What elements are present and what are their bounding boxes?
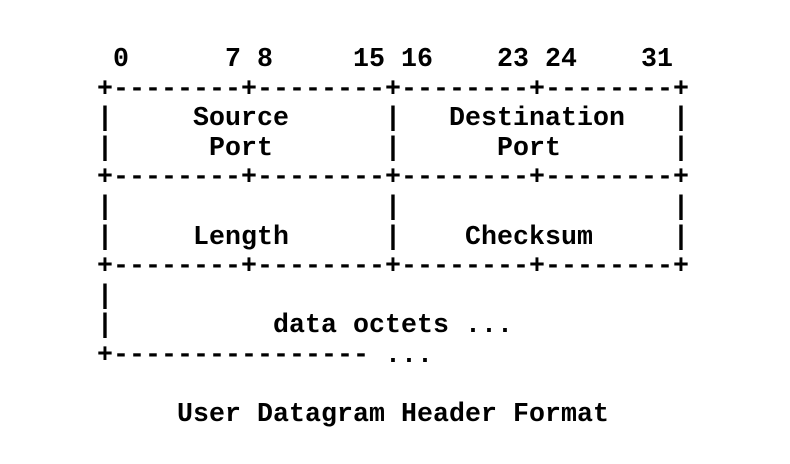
data-row-left-edge: | bbox=[97, 280, 113, 311]
data-octets-row: | data octets ... bbox=[97, 310, 513, 341]
port-port-row: | Port | Port | bbox=[97, 132, 689, 163]
udp-ascii-diagram: 0 7 8 15 16 23 24 31 +--------+--------+… bbox=[97, 44, 689, 371]
diagram-caption: User Datagram Header Format bbox=[177, 399, 609, 429]
grid-border-middle-2: +--------+--------+--------+--------+ bbox=[97, 251, 689, 282]
bit-column-ruler: 0 7 8 15 16 23 24 31 bbox=[97, 44, 673, 74]
grid-border-middle-1: +--------+--------+--------+--------+ bbox=[97, 162, 689, 193]
empty-cells-row: | | | bbox=[97, 191, 689, 222]
source-destination-row: | Source | Destination | bbox=[97, 103, 689, 134]
grid-border-bottom: +---------------- ... bbox=[97, 339, 433, 370]
grid-border-top: +--------+--------+--------+--------+ bbox=[97, 73, 689, 104]
length-checksum-row: | Length | Checksum | bbox=[97, 221, 689, 252]
